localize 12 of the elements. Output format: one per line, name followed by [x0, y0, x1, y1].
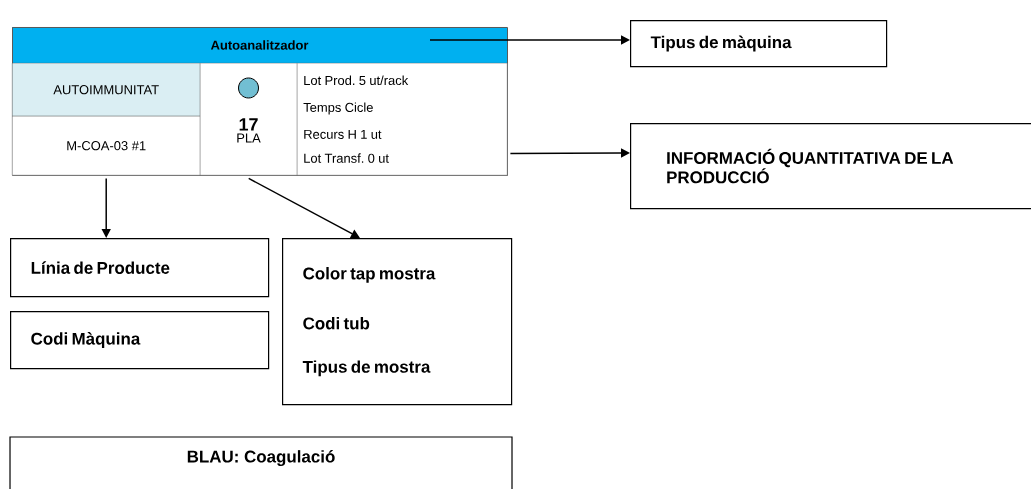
table-cell: M-COA-03 #1	[12, 116, 201, 176]
arrow	[509, 148, 630, 158]
label-box: INFORMACIÓ QUANTITATIVA DE LA PRODUCCIÓ	[630, 123, 1031, 210]
table-cell: 17 PLA	[200, 63, 298, 176]
label-box: Tipus de màquina	[630, 20, 888, 68]
arrow	[247, 177, 360, 238]
arrow	[429, 35, 630, 45]
label-box: BLAU: Coagulació	[9, 436, 513, 489]
table-cell: AUTOIMMUNITAT	[12, 63, 201, 117]
label-box: Color tap mostra Codi tub Tipus de mostra	[282, 238, 513, 406]
label-box: Codi Màquina	[10, 311, 270, 370]
label-box: Línia de Producte	[10, 238, 270, 298]
